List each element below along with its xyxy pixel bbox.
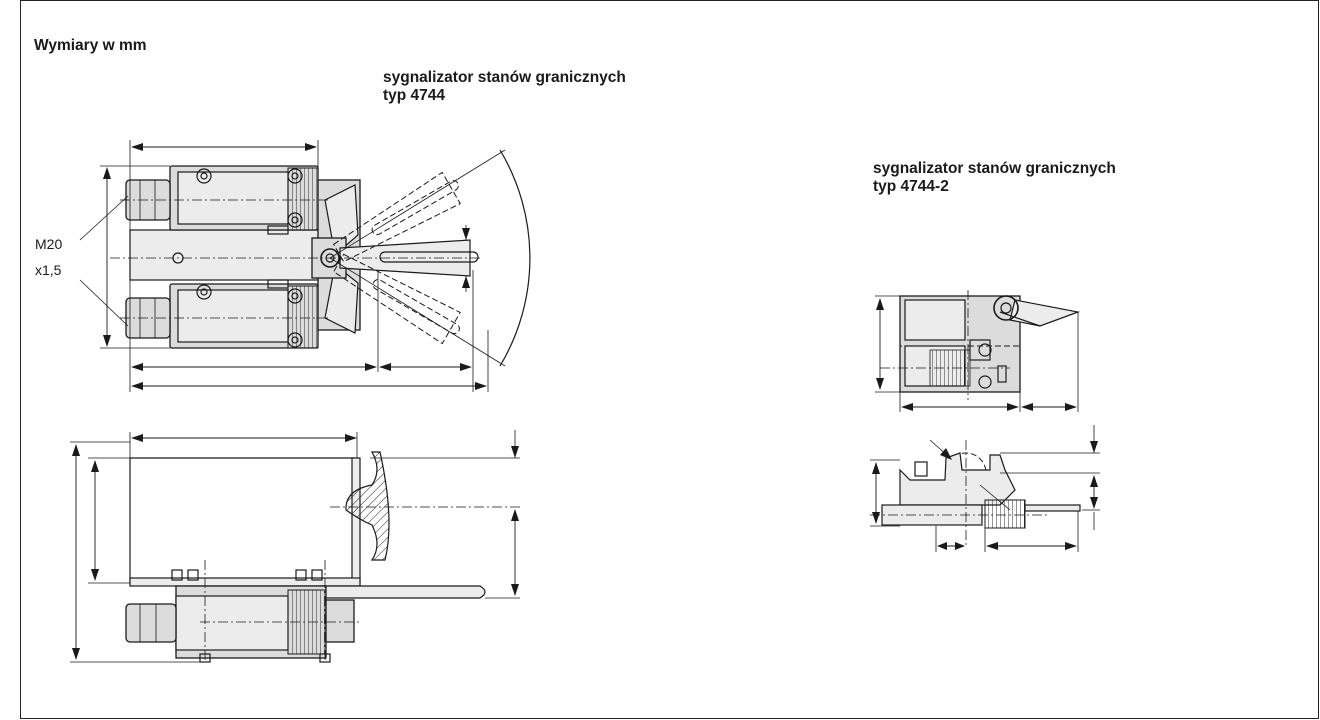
thread-label-line1: M20 (35, 236, 63, 252)
device-4744-title-line1: sygnalizator stanów granicznych (383, 69, 626, 86)
device-4744-title-line2: typ 4744 (383, 87, 446, 104)
view-4744-2-side (870, 425, 1100, 552)
thread-label-line2: x1,5 (35, 262, 62, 278)
device-4744-2-title-line2: typ 4744-2 (873, 178, 949, 195)
dimensions-heading: Wymiary w mm (34, 37, 147, 54)
view-4744-side (70, 430, 520, 663)
frame-top-border (20, 0, 1319, 1)
device-4744-2-title-line1: sygnalizator stanów granicznych (873, 160, 1116, 177)
view-4744-2-top (875, 290, 1081, 412)
view-4744-top (79, 140, 531, 392)
drawing-frame (20, 0, 1319, 719)
